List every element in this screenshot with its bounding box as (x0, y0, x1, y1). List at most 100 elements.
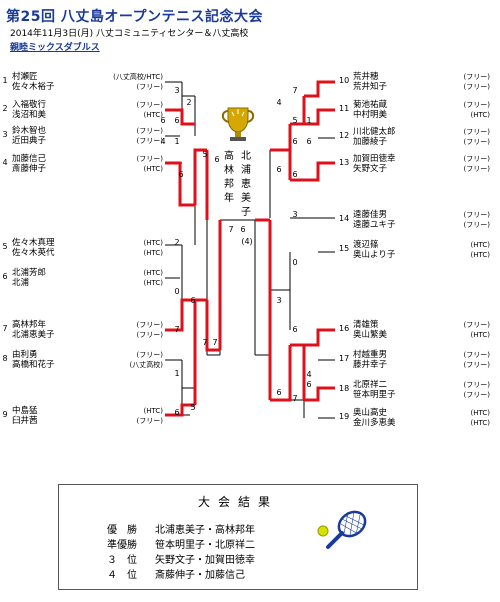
player-affiliation: (フリー) (463, 361, 490, 369)
entry-number: 10 (339, 76, 350, 85)
player-affiliation: (HTC) (143, 239, 163, 247)
player-name: 由利勇 (12, 350, 38, 360)
player-name: 斎藤伸子 (12, 164, 47, 174)
player-name: 近田典子 (12, 136, 47, 146)
player-name: 浅沼和美 (12, 110, 47, 120)
player-affiliation: (HTC) (143, 165, 163, 173)
player-name: 鈴木智也 (12, 126, 47, 136)
player-affiliation: (フリー) (136, 417, 163, 425)
player-affiliation: (HTC) (143, 279, 163, 287)
player-name: 奥山高史 (353, 408, 388, 418)
match-score: 3 (276, 296, 282, 305)
match-score: 6 (292, 137, 298, 146)
player-name: 村瀬匠 (12, 72, 38, 82)
entry-number: 11 (339, 104, 350, 113)
match-score: 5 (190, 403, 196, 412)
player-affiliation: (フリー) (136, 101, 163, 109)
entry-number: 15 (339, 244, 350, 253)
result-rank: ３ 位 (107, 555, 137, 566)
match-score: 2 (186, 98, 192, 107)
entry-number: 14 (339, 214, 350, 223)
match-score: 0 (174, 287, 180, 296)
match-score: 6 (174, 116, 180, 125)
player-name: 北浦恵美子 (12, 330, 55, 340)
match-score: 6 (306, 137, 312, 146)
final-score-right: 6 (240, 225, 246, 234)
entry-number: 9 (2, 410, 8, 419)
match-score: 4 (306, 370, 312, 379)
entry-number: 3 (2, 130, 8, 139)
player-name: 佐々木英代 (12, 248, 55, 258)
player-name: 北浦芳郎 (12, 268, 47, 278)
player-affiliation: (フリー) (136, 321, 163, 329)
player-name: 荒井知子 (353, 82, 388, 92)
final-tiebreak: (4) (241, 237, 253, 246)
player-affiliation: (HTC) (143, 111, 163, 119)
player-affiliation: (HTC) (470, 331, 490, 339)
player-affiliation: (フリー) (136, 83, 163, 91)
final-score-left: 7 (228, 225, 234, 234)
player-name: 臼井茜 (12, 416, 38, 426)
player-name: 高橋和花子 (12, 360, 55, 370)
match-score: 6 (174, 408, 180, 417)
player-name: 村越重男 (353, 350, 388, 360)
match-score: 7 (212, 338, 218, 347)
player-name: 加賀田徳幸 (353, 154, 396, 164)
champion-name-2: 北 浦 恵 美 子 (241, 151, 251, 218)
player-name: 高林邦年 (12, 320, 47, 330)
player-affiliation: (HTC) (470, 419, 490, 427)
match-score: 7 (292, 86, 298, 95)
entry-number: 5 (2, 242, 8, 251)
entry-number: 4 (2, 158, 8, 167)
entry-number: 2 (2, 104, 8, 113)
match-score: 6 (178, 170, 184, 179)
match-score: 0 (292, 258, 298, 267)
match-score: 6 (292, 325, 298, 334)
match-score: 1 (306, 116, 312, 125)
champion-name-1: 高 林 邦 年 (224, 151, 234, 204)
player-affiliation: (フリー) (136, 155, 163, 163)
player-name: 加藤信己 (12, 154, 47, 164)
entry-number: 17 (339, 354, 350, 363)
player-affiliation: (フリー) (463, 128, 490, 136)
match-score: 6 (276, 388, 282, 397)
player-name: 清雄策 (353, 320, 379, 330)
player-name: 川北健太郎 (353, 127, 396, 137)
entry-number: 18 (339, 384, 350, 393)
result-names: 矢野文子・加賀田徳幸 (155, 555, 255, 566)
entry-number: 6 (2, 272, 8, 281)
result-rank: ４ 位 (107, 570, 137, 581)
player-name: 遠藤佳男 (353, 210, 388, 220)
player-affiliation: (フリー) (463, 351, 490, 359)
match-score: 1 (174, 369, 180, 378)
result-rank: 準優勝 (107, 540, 137, 551)
match-score: 6 (306, 380, 312, 389)
player-name: 中村明美 (353, 110, 388, 120)
player-affiliation: (フリー) (136, 331, 163, 339)
match-score: 7 (174, 325, 180, 334)
player-affiliation: (フリー) (463, 165, 490, 173)
player-affiliation: (HTC) (143, 269, 163, 277)
result-names: 斎藤伸子・加藤信己 (155, 570, 245, 581)
entry-number: 8 (2, 354, 8, 363)
player-name: 佐々木真理 (12, 238, 55, 248)
player-affiliation: (フリー) (463, 381, 490, 389)
player-affiliation: (フリー) (463, 155, 490, 163)
player-name: 奥山繁美 (353, 330, 388, 340)
player-name: 北浦 (12, 278, 30, 288)
match-score: 6 (292, 170, 298, 179)
bracket-lines (165, 80, 335, 419)
result-names: 笹本明里子・北原祥二 (155, 540, 255, 551)
player-affiliation: (フリー) (136, 137, 163, 145)
player-name: 加藤綾子 (353, 137, 388, 147)
player-affiliation: (HTC) (470, 111, 490, 119)
player-affiliation: (八丈高校) (129, 361, 163, 369)
match-score: 7 (292, 394, 298, 403)
entry-number: 13 (339, 158, 350, 167)
player-affiliation: (フリー) (463, 138, 490, 146)
tennis-racket-icon (317, 510, 367, 549)
match-score: 6 (276, 165, 282, 174)
player-affiliation: (フリー) (463, 321, 490, 329)
player-name: 奥山より子 (353, 250, 396, 260)
match-score: 5 (202, 150, 208, 159)
